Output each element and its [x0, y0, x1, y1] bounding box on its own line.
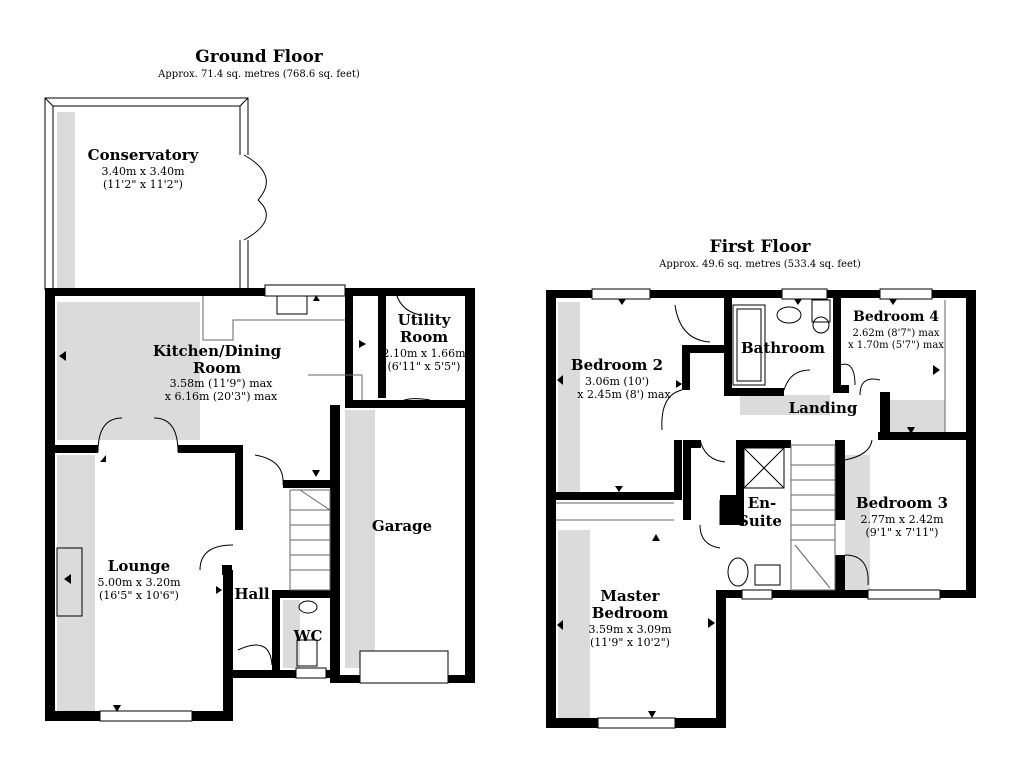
- ground-floor-labels: Ground Floor Approx. 71.4 sq. metres (76…: [88, 47, 466, 645]
- bedroom3-window: [867, 589, 941, 600]
- bathroom-window: [781, 288, 828, 300]
- utility-label-2: Room: [400, 328, 448, 346]
- master-label-1: Master: [600, 587, 660, 605]
- lounge-dim1: 5.00m x 3.20m: [97, 576, 181, 589]
- conservatory-dim1: 3.40m x 3.40m: [101, 165, 185, 178]
- bedroom2-window: [591, 288, 651, 300]
- ensuite-label-2: Suite: [738, 512, 782, 530]
- first-floor-title: First Floor: [710, 237, 812, 257]
- kitchen-label-1: Kitchen/Dining: [153, 342, 282, 360]
- ground-floor-plan: [44, 97, 475, 722]
- ensuite-label-1: En-: [748, 494, 777, 512]
- bathroom-label: Bathroom: [741, 339, 825, 357]
- conservatory-label: Conservatory: [88, 146, 200, 164]
- kitchen-dim1: 3.58m (11'9") max: [170, 377, 274, 390]
- lounge-window: [99, 710, 193, 722]
- garage-door: [359, 650, 449, 684]
- bedroom4-window: [879, 288, 933, 300]
- first-floor-area: Approx. 49.6 sq. metres (533.4 sq. feet): [658, 259, 861, 270]
- conservatory-dim2: (11'2" x 11'2"): [103, 178, 183, 191]
- first-floor-labels: First Floor Approx. 49.6 sq. metres (533…: [571, 237, 948, 649]
- conservatory-walls: [44, 97, 267, 290]
- first-floor-plan: [546, 288, 976, 729]
- master-label-2: Bedroom: [592, 604, 669, 622]
- wc-label: WC: [293, 627, 323, 645]
- kitchen-window: [264, 284, 346, 297]
- ground-floor-area: Approx. 71.4 sq. metres (768.6 sq. feet): [157, 69, 360, 80]
- utility-label-1: Utility: [398, 311, 452, 329]
- ground-stairs: [289, 489, 331, 591]
- ground-floor-title: Ground Floor: [195, 47, 324, 67]
- bedroom2-label: Bedroom 2: [571, 356, 663, 374]
- master-dim2: (11'9" x 10'2"): [590, 636, 670, 649]
- bedroom3-dim2: (9'1" x 7'11"): [866, 526, 939, 539]
- kitchen-dim2: x 6.16m (20'3") max: [165, 390, 278, 403]
- utility-dim1: 2.10m x 1.66m: [382, 347, 466, 360]
- master-window: [597, 717, 676, 729]
- landing-label: Landing: [789, 399, 858, 417]
- master-dim1: 3.59m x 3.09m: [588, 623, 672, 636]
- bedroom2-dim2: x 2.45m (8') max: [577, 388, 671, 401]
- bedroom3-label: Bedroom 3: [856, 494, 948, 512]
- lounge-label: Lounge: [108, 557, 170, 575]
- utility-dim2: (6'11" x 5'5"): [388, 360, 461, 373]
- bedroom4-dim2: x 1.70m (5'7") max: [848, 340, 944, 351]
- bedroom4-dim1: 2.62m (8'7") max: [852, 328, 939, 339]
- first-stairs: [790, 444, 836, 591]
- bedroom4-label: Bedroom 4: [853, 309, 939, 325]
- garage-label: Garage: [372, 517, 432, 535]
- ensuite-window: [741, 589, 773, 600]
- wc-window: [295, 667, 327, 679]
- hall-label: Hall: [234, 585, 270, 603]
- bedroom2-dim1: 3.06m (10'): [585, 375, 649, 388]
- lounge-dim2: (16'5" x 10'6"): [99, 589, 179, 602]
- bedroom3-dim1: 2.77m x 2.42m: [860, 513, 944, 526]
- kitchen-label-2: Room: [193, 359, 241, 377]
